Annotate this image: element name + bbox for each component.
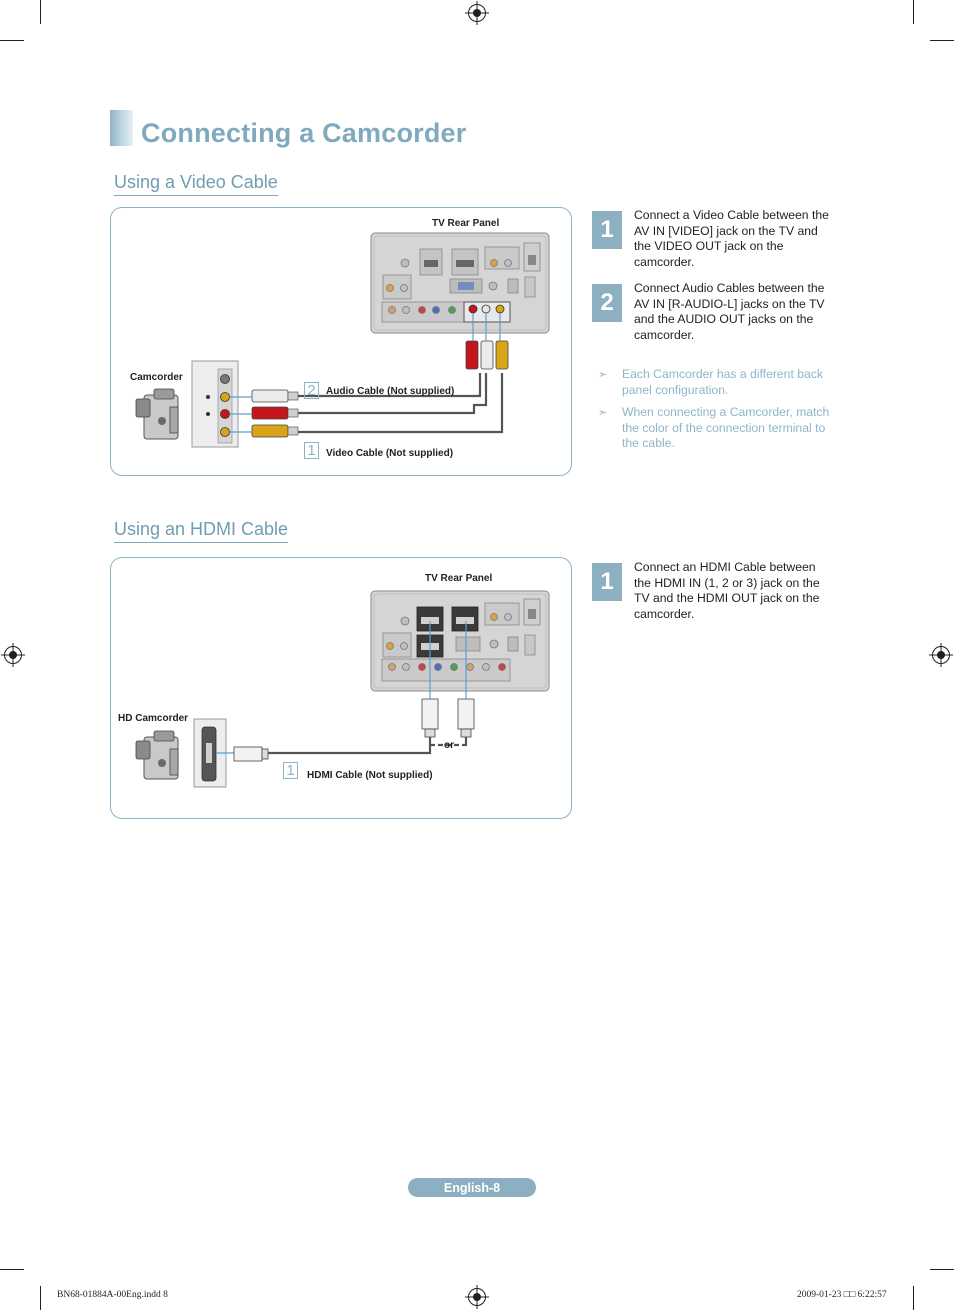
video-diagram-box (110, 207, 572, 476)
hdmi-cable-number: 1 (283, 762, 298, 779)
video-cable-label: Video Cable (Not supplied) (326, 448, 454, 459)
video-section-heading: Using a Video Cable (114, 172, 278, 196)
camcorder-icon (135, 730, 179, 780)
title-accent-bar (110, 110, 133, 146)
video-connection-diagram (135, 232, 550, 448)
camcorder-icon (135, 388, 179, 440)
registration-mark-icon (4, 646, 22, 664)
step-number: 1 (592, 563, 622, 601)
note-arrow-icon: ➣ (598, 407, 608, 419)
step-number: 1 (592, 211, 622, 249)
note-text: Each Camcorder has a different back pane… (622, 367, 823, 397)
tv-rear-panel-label: TV Rear Panel (425, 573, 493, 584)
hdmi-connection-diagram (135, 590, 550, 788)
slug-timestamp: 2009-01-23 □□ 6:22:57 (797, 1290, 887, 1300)
step-text: Connect Audio Cables between the AV IN [… (634, 281, 825, 342)
rca-plug-icon (465, 313, 509, 370)
step-text: Connect a Video Cable between the AV IN … (634, 208, 829, 269)
tv-rear-panel-label: TV Rear Panel (432, 218, 500, 229)
hdmi-plug-icon (421, 621, 475, 738)
tv-rear-panel (370, 232, 550, 334)
page-number-badge: English-8 (408, 1178, 536, 1197)
page-title: Connecting a Camcorder (141, 118, 467, 148)
camcorder-label: Camcorder (130, 372, 183, 383)
audio-cable-number: 2 (304, 382, 319, 399)
camcorder-jack-panel (191, 360, 239, 448)
video-cable-number: 1 (304, 442, 319, 459)
or-label: or (444, 740, 454, 751)
hdmi-diagram-box (110, 557, 572, 819)
hdmi-plug-icon (216, 746, 269, 762)
rca-plug-icon (230, 389, 299, 438)
hd-camcorder-label: HD Camcorder (118, 713, 189, 724)
hdmi-section-heading: Using an HDMI Cable (114, 519, 289, 543)
audio-cable-label: Audio Cable (Not supplied) (326, 386, 455, 397)
hdmi-cable-label: HDMI Cable (Not supplied) (307, 770, 433, 781)
registration-mark-icon (932, 646, 950, 664)
note-text: When connecting a Camcorder, match the c… (622, 405, 830, 450)
registration-mark-icon (468, 1288, 486, 1306)
step-text: Connect an HDMI Cable between the HDMI I… (634, 560, 820, 621)
registration-mark-icon (468, 4, 486, 22)
note-arrow-icon: ➣ (598, 369, 608, 381)
step-number: 2 (592, 284, 622, 322)
slug-filename: BN68-01884A-00Eng.indd 8 (57, 1290, 168, 1300)
tv-rear-panel (370, 590, 550, 692)
